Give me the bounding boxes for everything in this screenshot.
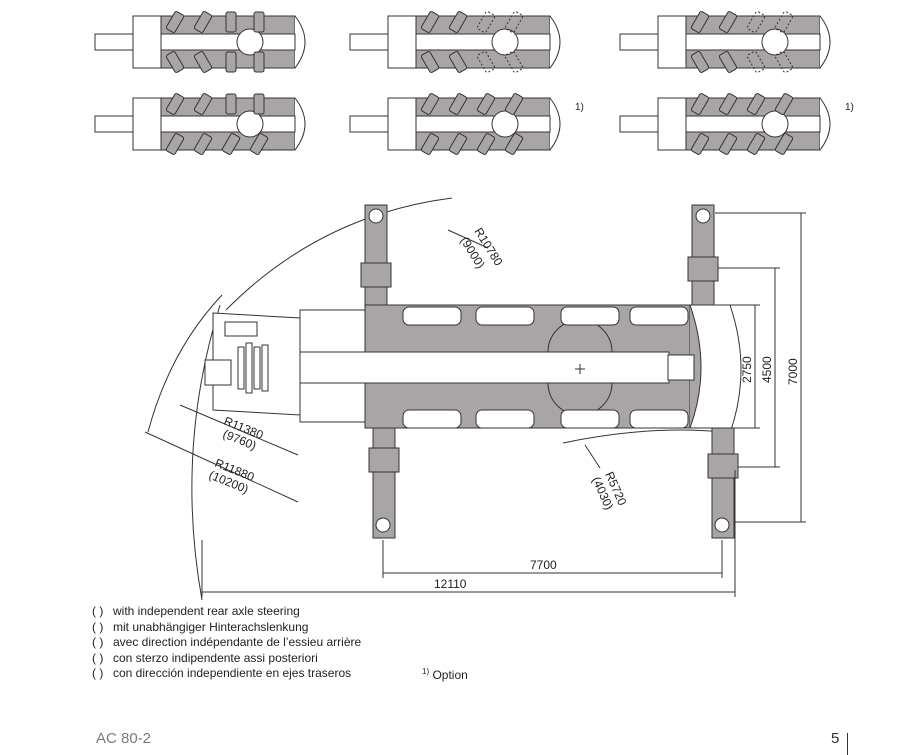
outrigger-front-left (687, 204, 719, 306)
boom-head (667, 354, 695, 381)
legend-item: ( ) con sterzo indipendente assi posterio… (92, 651, 361, 667)
legend-text: with independent rear axle steering (113, 604, 300, 618)
outrigger-rear-right (368, 427, 400, 539)
page-divider (847, 733, 848, 755)
arc-boom-radius (225, 197, 453, 311)
variant-thumbnail: 1) (619, 93, 854, 155)
label-width-track: 2750 (740, 356, 754, 383)
variant-thumbnail: 1) (349, 93, 584, 155)
wheels-right (402, 409, 689, 429)
legend-marker: ( ) (92, 650, 104, 665)
winch-drum (237, 342, 269, 394)
arc-rear-radius (562, 429, 723, 444)
arc-inner-radius (147, 294, 223, 433)
crane-plan-view (144, 197, 806, 601)
leader-inner-radius (179, 404, 299, 456)
outrigger-rear-left (360, 204, 392, 306)
legend-item: ( ) mit unabhängiger Hinterachslenkung (92, 620, 361, 636)
option-label: Option (432, 668, 468, 682)
label-length-total: 12110 (434, 577, 467, 591)
legend-item: ( ) avec direction indépendante de l’essi… (92, 635, 361, 651)
leader-outer-radius (144, 431, 299, 503)
option-note: 1) Option (422, 667, 468, 682)
outrigger-front-right (707, 427, 739, 539)
variant-option-note: 1) (845, 102, 854, 113)
label-width-axle: 4500 (760, 356, 774, 383)
boom (261, 351, 670, 384)
leader-boom-radius (447, 229, 489, 249)
option-sup: 1) (422, 667, 430, 676)
arc-front-end (729, 304, 742, 434)
variant-thumbnail (619, 11, 831, 73)
legend-text: avec direction indépendante de l’essieu … (113, 635, 362, 650)
variant-option-note: 1) (575, 102, 584, 113)
leader-rear-radius (584, 444, 601, 469)
legend: ( )with independent rear axle steering( … (92, 604, 361, 682)
variant-thumbnail (94, 93, 306, 155)
legend-item: ( ) with independent rear axle steering (92, 604, 361, 620)
legend-text: con sterzo indipendente assi posteriori (113, 650, 318, 665)
legend-item: ( ) con dirección independiente en ejes t… (92, 666, 361, 682)
label-width-outrigger: 7000 (786, 358, 800, 385)
variant-thumbnail (349, 11, 561, 73)
legend-text: mit unabhängiger Hinterachslenkung (113, 619, 309, 634)
carrier-front (689, 304, 702, 429)
legend-marker: ( ) (92, 635, 104, 650)
legend-marker: ( ) (92, 666, 104, 681)
label-length-wheelbase: 7700 (530, 558, 557, 572)
model-name: AC 80-2 (96, 730, 152, 747)
page-number: 5 (831, 730, 840, 747)
legend-text: con dirección independiente en ejes tras… (113, 666, 352, 681)
wheels-left (402, 306, 689, 326)
legend-marker: ( ) (92, 619, 104, 634)
variant-thumbnail (94, 11, 306, 73)
arc-outer-radius (191, 304, 221, 601)
legend-marker: ( ) (92, 604, 104, 618)
steering-variants: 1) 1) (94, 11, 854, 155)
